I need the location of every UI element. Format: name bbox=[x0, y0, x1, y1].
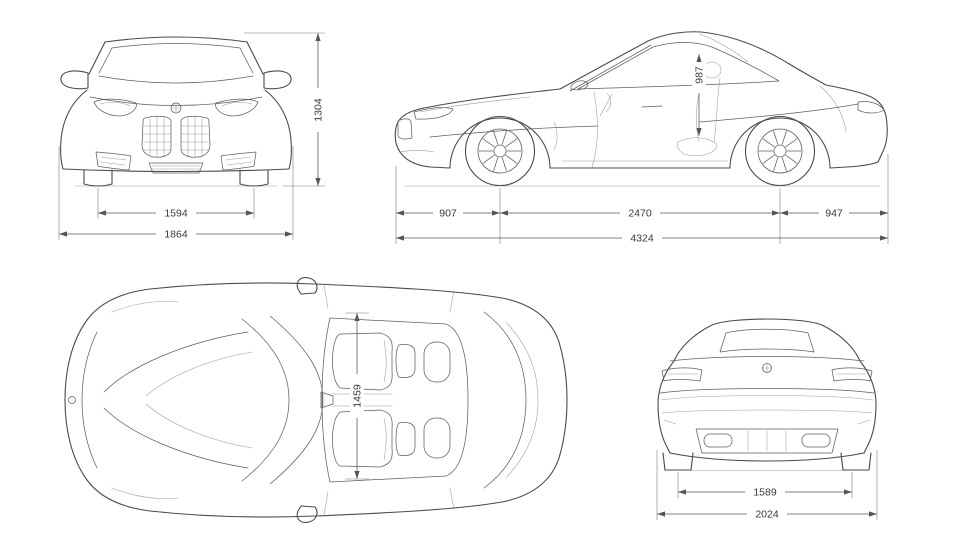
dim-front-overhang-label: 907 bbox=[439, 208, 457, 220]
bumper-line bbox=[661, 409, 873, 414]
dim-front-track-label: 1594 bbox=[164, 208, 188, 220]
seat-left bbox=[332, 332, 393, 391]
right-mirror bbox=[263, 70, 292, 90]
tonneau-line bbox=[669, 356, 865, 362]
front-wheel-rim bbox=[477, 128, 523, 174]
roll-hoop-right bbox=[423, 417, 451, 459]
headrest-left bbox=[395, 344, 416, 378]
side-mirror bbox=[570, 80, 589, 91]
rear-wheel-spokes bbox=[758, 130, 802, 172]
dim-front-height-label: 1304 bbox=[313, 98, 325, 122]
right-taillight bbox=[831, 367, 873, 382]
left-mirror bbox=[60, 70, 89, 90]
spoiler-lip bbox=[659, 388, 875, 394]
dim-cabin-height-label: 987 bbox=[694, 66, 706, 84]
front-headlights bbox=[93, 98, 259, 117]
side-headlight bbox=[413, 107, 454, 120]
seat-cushion bbox=[676, 137, 718, 156]
dim-wheelbase-label: 2470 bbox=[628, 208, 652, 220]
front-grille-kidneys bbox=[141, 115, 211, 159]
windshield-cowl bbox=[241, 318, 290, 482]
exhaust-left bbox=[703, 433, 733, 448]
dim-overall-length-label: 4324 bbox=[630, 233, 654, 245]
front-body bbox=[60, 36, 292, 187]
extension-line bbox=[656, 450, 878, 520]
dim-rear-track-label: 1589 bbox=[753, 487, 777, 499]
front-wheel-tire bbox=[464, 115, 536, 187]
grille-mesh bbox=[142, 116, 210, 159]
side-dimensions: 907 2470 947 4324 987 bbox=[395, 54, 889, 245]
rear-view: 1589 2024 bbox=[656, 318, 878, 521]
front-lower-intakes bbox=[95, 151, 257, 174]
exhaust-right bbox=[801, 433, 831, 448]
bmw-roundel-rear bbox=[762, 363, 772, 373]
top-dimensions: 1459 bbox=[345, 312, 369, 480]
front-wheel-spokes bbox=[478, 130, 522, 172]
extension-line bbox=[58, 32, 325, 240]
cockpit-rim bbox=[321, 317, 469, 483]
bmw-roundel-hood bbox=[68, 396, 76, 404]
soft-top-seam bbox=[699, 33, 749, 63]
right-mirror-top bbox=[296, 505, 318, 523]
front-mirrors bbox=[60, 70, 292, 90]
dim-rear-overhang-label: 947 bbox=[825, 208, 843, 220]
rear-body bbox=[657, 318, 877, 471]
bmw-roundel-front bbox=[170, 102, 182, 114]
side-wheels bbox=[464, 115, 816, 187]
rear-wheel-rim bbox=[757, 128, 803, 174]
top-seats bbox=[331, 332, 451, 468]
side-window bbox=[577, 42, 780, 90]
left-mirror-top bbox=[296, 277, 318, 295]
top-body bbox=[64, 277, 568, 523]
windshield-header bbox=[269, 315, 324, 485]
top-view: 1459 bbox=[64, 277, 568, 523]
headrest-right bbox=[395, 422, 416, 456]
rearview-mirror bbox=[320, 391, 334, 409]
front-dimensions: 1594 1864 1304 bbox=[58, 32, 325, 241]
seat-right bbox=[332, 409, 393, 468]
roll-hoop-left bbox=[423, 341, 451, 383]
front-wheels bbox=[83, 169, 269, 187]
dim-cabin-width-label: 1459 bbox=[352, 384, 364, 408]
dim-front-width-label: 1864 bbox=[164, 229, 188, 241]
rear-wheel-tire bbox=[744, 115, 816, 187]
side-body bbox=[394, 31, 888, 187]
side-kidney-grille bbox=[397, 118, 413, 140]
diffuser bbox=[695, 428, 839, 454]
rear-window bbox=[719, 328, 815, 353]
door-handle bbox=[641, 105, 663, 108]
side-taillight bbox=[857, 101, 885, 114]
rear-dimensions: 1589 2024 bbox=[656, 450, 878, 521]
front-view: 1594 1864 1304 bbox=[58, 32, 325, 241]
left-taillight bbox=[661, 367, 703, 382]
hood-contour bbox=[103, 331, 249, 469]
side-view: 907 2470 947 4324 987 bbox=[394, 31, 889, 245]
rear-wheel-left bbox=[662, 452, 694, 471]
steering-column bbox=[599, 92, 613, 117]
extension-line bbox=[395, 154, 889, 244]
rear-wheel-right bbox=[840, 452, 872, 471]
dim-rear-width-label: 2024 bbox=[755, 509, 779, 521]
trunk-lid bbox=[483, 311, 527, 489]
dimension-arrow bbox=[657, 489, 877, 517]
